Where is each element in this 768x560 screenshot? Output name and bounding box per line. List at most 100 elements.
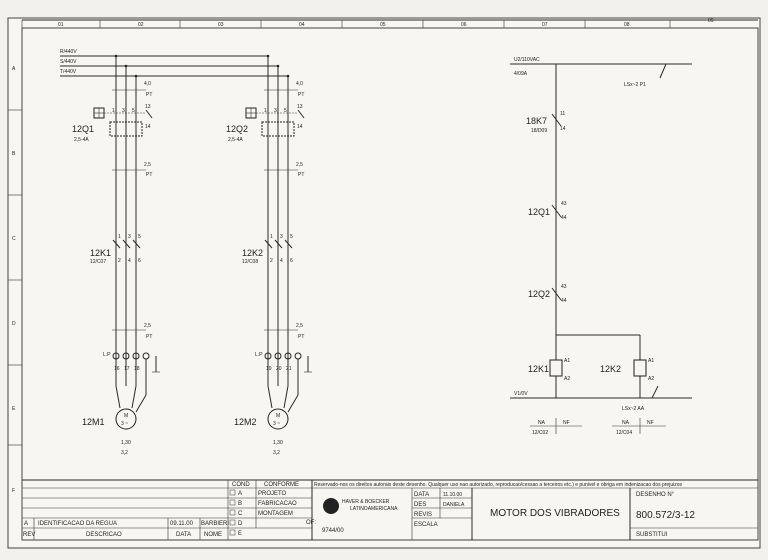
m2-wire2-type: PT: [298, 172, 304, 178]
row-label-e: E: [12, 406, 16, 412]
m2-rating1: 1,30: [273, 440, 283, 446]
m2-wire3-type: PT: [298, 334, 304, 340]
col-label-09: 09: [708, 18, 714, 24]
ctl-k7-ref: 18/D09: [531, 128, 547, 134]
m2-wire3-size: 2,5: [296, 323, 303, 329]
m2-terminal-21: 21: [286, 366, 292, 372]
m1-rating1: 1,30: [121, 440, 131, 446]
k1-coil: [549, 359, 563, 377]
m1-k-n2: 2: [118, 258, 121, 264]
m2-terminal-19: 19: [266, 366, 272, 372]
m2-q-n3: 3: [274, 108, 277, 114]
m1-contactor-ref: 12/C07: [90, 259, 106, 265]
m2-k-n5: 5: [290, 234, 293, 240]
ctl-link1: LSx~2 P1: [624, 82, 646, 88]
cond-c-text: MONTAGEM: [258, 511, 293, 517]
ctl-supply-label: U2/110VAC: [514, 57, 540, 63]
motor1-branch: 4,0 PT 2,5 PT 2,5 PT 1 3 5 13 14 12Q1 2,…: [72, 56, 160, 456]
m1-q-n1: 1: [112, 108, 115, 114]
m2-k-n4: 4: [280, 258, 283, 264]
rev-row-date: 09.11.00: [170, 521, 194, 527]
m2-k-n2: 2: [270, 258, 273, 264]
ctl-k1-a2: A2: [564, 376, 570, 382]
m1-breaker-range: 2,5-4A: [74, 137, 89, 143]
conforme-header: CONFORME: [264, 482, 299, 488]
m1-q-n5: 5: [132, 108, 135, 114]
rev-row-name: BARBIERI: [201, 521, 229, 527]
bus-r-label: R/440V: [60, 49, 77, 55]
ctl-k7-label: 18K7: [526, 116, 547, 126]
des-value: DANIELA: [443, 502, 465, 508]
cond-b-text: FABRICACAO: [258, 501, 297, 507]
m1-terminal-prefix: L.P: [103, 352, 111, 358]
col-label-08: 08: [624, 22, 630, 28]
m1-wire3-type: PT: [146, 334, 152, 340]
data-value: 11.10.00: [443, 492, 462, 498]
m1-terminal-18: 18: [134, 366, 140, 372]
m1-breaker-label: 12Q1: [72, 124, 94, 134]
ctl-k2-a1: A1: [648, 358, 654, 364]
ctl-k1-a1: A1: [564, 358, 570, 364]
m1-terminal-17: 17: [124, 366, 130, 372]
ctl-q1-label: 12Q1: [528, 207, 550, 217]
m2-breaker-label: 12Q2: [226, 124, 248, 134]
desenho-label: DESENHO N°: [636, 492, 675, 498]
ctl-return-label: V1/0V: [514, 391, 528, 397]
m2-k-n3: 3: [280, 234, 283, 240]
m2-motor-m: M: [276, 413, 280, 419]
ctl-nf2: NF: [647, 420, 654, 426]
desc-header: DESCRICAO: [86, 532, 122, 538]
data-label: DATA: [414, 492, 429, 498]
m1-rating2: 3,2: [121, 450, 128, 456]
ctl-supply-ref: 4/09A: [514, 71, 528, 77]
m1-wire2-size: 2,5: [144, 162, 151, 168]
m1-k-n6: 6: [138, 258, 141, 264]
title-block: A IDENTIFICACAO DA REGUA 09.11.00 BARBIE…: [22, 479, 758, 540]
bus-t-label: T/440V: [60, 69, 77, 75]
m1-q-n3: 3: [122, 108, 125, 114]
ctl-q1-n2: 44: [561, 215, 567, 221]
revis-label: REVIS: [414, 512, 432, 518]
m1-wire1-size: 4,0: [144, 81, 151, 87]
row-label-f: F: [12, 488, 15, 494]
copyright-notice: Reservado-nos os direitos autorais deste…: [314, 482, 682, 488]
m2-k-n6: 6: [290, 258, 293, 264]
cond-header: COND: [232, 482, 250, 488]
des-label: DES: [414, 502, 426, 508]
ctl-na1: NA: [538, 420, 546, 426]
m2-q-aux13: 13: [297, 104, 303, 110]
motor2-symbol: [267, 408, 289, 430]
ctl-ref2: 12/C04: [616, 430, 632, 436]
ctl-k7-n1: 11: [560, 111, 565, 117]
ctl-nf1: NF: [563, 420, 570, 426]
ctl-q2-n2: 44: [561, 298, 567, 304]
m1-k-n5: 5: [138, 234, 141, 240]
column-header: 01 02 03 04 05 06 07 08 09: [21, 18, 714, 28]
rev-row-desc: IDENTIFICACAO DA REGUA: [38, 521, 117, 527]
drawing-title: MOTOR DOS VIBRADORES: [490, 508, 620, 519]
data-header: DATA: [176, 532, 191, 538]
company-sub: LATINOAMERICANA: [350, 506, 398, 512]
ctl-q2-n1: 43: [561, 284, 567, 290]
col-label-03: 03: [218, 22, 224, 28]
ctl-k2-a2: A2: [648, 376, 654, 382]
m2-k-n1: 1: [270, 234, 273, 240]
m1-k-n1: 1: [118, 234, 121, 240]
cond-a: A: [238, 491, 242, 497]
drawing-frame: [21, 27, 759, 541]
m1-wire1-type: PT: [146, 92, 152, 98]
m1-motor-sym: 3 ~: [121, 421, 128, 427]
m1-motor-m: M: [124, 413, 128, 419]
m2-wire2-size: 2,5: [296, 162, 303, 168]
cond-a-text: PROJETO: [258, 491, 287, 497]
ctl-k7-n2: 14: [560, 126, 566, 132]
bus-s-label: S/440V: [60, 59, 77, 65]
m1-wire3-size: 2,5: [144, 323, 151, 329]
nome-header: NOME: [204, 532, 222, 538]
ctl-q2-label: 12Q2: [528, 289, 550, 299]
col-label-06: 06: [461, 22, 467, 28]
col-label-02: 02: [138, 22, 144, 28]
motor2-branch: 4,0 PT 2,5 PT 2,5 PT 1 3 5 13 14 12Q2 2,…: [226, 54, 312, 456]
m1-q-aux14: 14: [145, 124, 151, 130]
m2-wire1-size: 4,0: [296, 81, 303, 87]
